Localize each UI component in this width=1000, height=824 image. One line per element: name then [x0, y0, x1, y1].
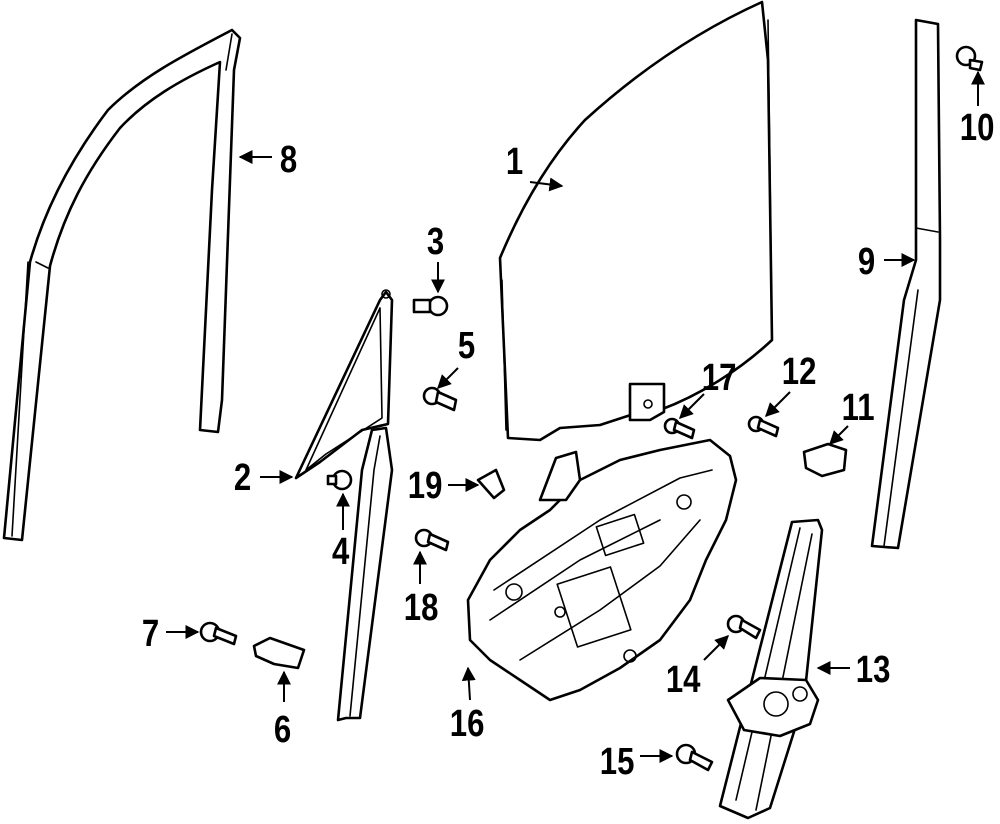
part-19-clip	[476, 468, 506, 500]
part-15-screw	[675, 743, 714, 772]
part-6-clip	[252, 636, 306, 670]
callout-14: 14	[666, 659, 701, 701]
callout-4: 4	[332, 531, 350, 573]
part-17-screw	[663, 417, 696, 440]
callout-13: 13	[856, 649, 891, 691]
leader-1	[529, 177, 564, 192]
part-4-division-bar	[336, 426, 394, 722]
part-12-screw	[747, 415, 780, 438]
callout-8: 8	[280, 139, 297, 181]
part-16-module-plate	[466, 438, 738, 702]
callout-3: 3	[427, 221, 444, 263]
callout-6: 6	[274, 709, 291, 751]
callout-11: 11	[842, 387, 875, 429]
callout-19: 19	[408, 465, 443, 507]
callout-15: 15	[600, 741, 635, 783]
part-18-screw	[414, 528, 450, 552]
callout-7: 7	[142, 613, 159, 655]
callout-1: 1	[506, 141, 523, 183]
callout-16: 16	[450, 703, 485, 745]
part-13-window-regulator	[718, 518, 824, 820]
part-14-screw	[726, 614, 762, 640]
part-2-vent-glass	[294, 289, 394, 480]
callout-2: 2	[234, 457, 251, 499]
leader-5	[437, 367, 459, 389]
leader-17	[679, 393, 705, 419]
callout-labels: 1 2 3 4 5 6 7 8 9 10 11 12 13 14 15 16 1…	[142, 107, 995, 783]
part-4-bolt	[326, 469, 353, 491]
callout-17: 17	[702, 357, 737, 399]
part-3-bolt	[412, 295, 449, 317]
part-5-bolt	[422, 386, 458, 412]
callout-12: 12	[782, 351, 817, 393]
leader-14	[703, 635, 729, 661]
part-10-bolt	[955, 45, 984, 72]
callout-10: 10	[960, 107, 995, 149]
part-9-rear-channel	[870, 18, 942, 550]
leader-16	[461, 666, 476, 701]
callout-18: 18	[404, 587, 439, 629]
callout-9: 9	[858, 241, 875, 283]
part-8-run-channel	[2, 28, 242, 542]
part-1-door-glass	[498, 0, 774, 442]
part-11-clip	[802, 442, 848, 478]
part-7-screw	[199, 621, 238, 646]
leader-lines	[166, 70, 985, 763]
leader-12	[765, 391, 791, 417]
leader-11	[829, 425, 849, 445]
callout-5: 5	[458, 325, 475, 367]
